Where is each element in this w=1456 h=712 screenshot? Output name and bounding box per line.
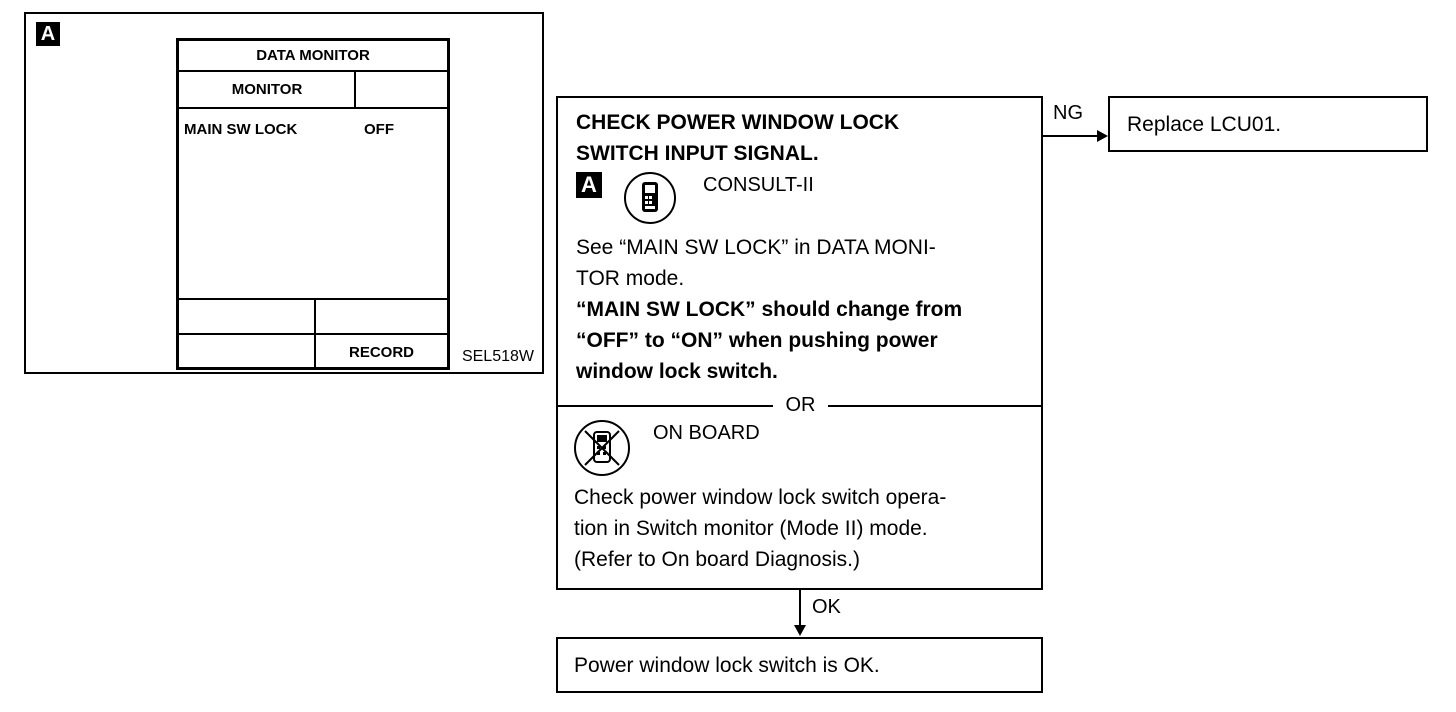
divider — [179, 107, 447, 109]
ng-arrow — [1043, 130, 1108, 142]
ok-label: OK — [812, 596, 841, 618]
consult-text-line2: TOR mode. — [576, 267, 685, 290]
screen-header: DATA MONITOR — [256, 47, 370, 64]
divider — [179, 333, 447, 335]
divider — [354, 71, 356, 108]
figure-code: SEL518W — [461, 348, 534, 365]
monitor-tab: MONITOR — [231, 81, 303, 98]
screen-illustration: A DATA MONITOR MONITOR MAIN SW LOCK OFF … — [24, 12, 544, 374]
onboard-label: ON BOARD — [653, 422, 760, 444]
or-label: OR — [785, 394, 816, 416]
record-button: RECORD — [348, 344, 414, 361]
ok-result-text: Power window lock switch is OK. — [574, 654, 880, 677]
condition-line1: “MAIN SW LOCK” should change from — [576, 298, 963, 321]
badge-a-screen: A — [36, 22, 60, 46]
data-monitor-screen: DATA MONITOR MONITOR MAIN SW LOCK OFF RE… — [176, 38, 450, 370]
consult-text-line1: See “MAIN SW LOCK” in DATA MONI- — [576, 236, 936, 259]
condition-line2: “OFF” to “ON” when pushing power — [576, 329, 938, 352]
ok-result-box: Power window lock switch is OK. — [556, 637, 1043, 693]
badge-a-check: A — [576, 172, 602, 198]
onboard-no-tester-icon — [574, 420, 630, 476]
or-divider-right — [828, 405, 1043, 407]
replace-text: Replace LCU01. — [1127, 113, 1282, 136]
divider — [179, 70, 447, 72]
item-name: MAIN SW LOCK — [184, 121, 298, 138]
item-value: OFF — [364, 121, 394, 138]
ok-arrow — [794, 590, 806, 636]
replace-box: Replace LCU01. — [1108, 96, 1428, 152]
consult-label: CONSULT-II — [703, 174, 814, 196]
or-divider-left — [558, 405, 773, 407]
condition-line3: window lock switch. — [576, 360, 778, 383]
onboard-text-line3: (Refer to On board Diagnosis.) — [574, 548, 860, 571]
ng-label: NG — [1053, 102, 1083, 124]
check-title-line2: SWITCH INPUT SIGNAL. — [576, 142, 819, 165]
onboard-text-line1: Check power window lock switch opera- — [574, 486, 947, 509]
consult-tester-icon — [624, 172, 676, 224]
check-title-line1: CHECK POWER WINDOW LOCK — [576, 111, 900, 134]
divider — [179, 298, 447, 300]
check-step-box: CHECK POWER WINDOW LOCK SWITCH INPUT SIG… — [556, 96, 1043, 590]
onboard-text-line2: tion in Switch monitor (Mode II) mode. — [574, 517, 928, 540]
